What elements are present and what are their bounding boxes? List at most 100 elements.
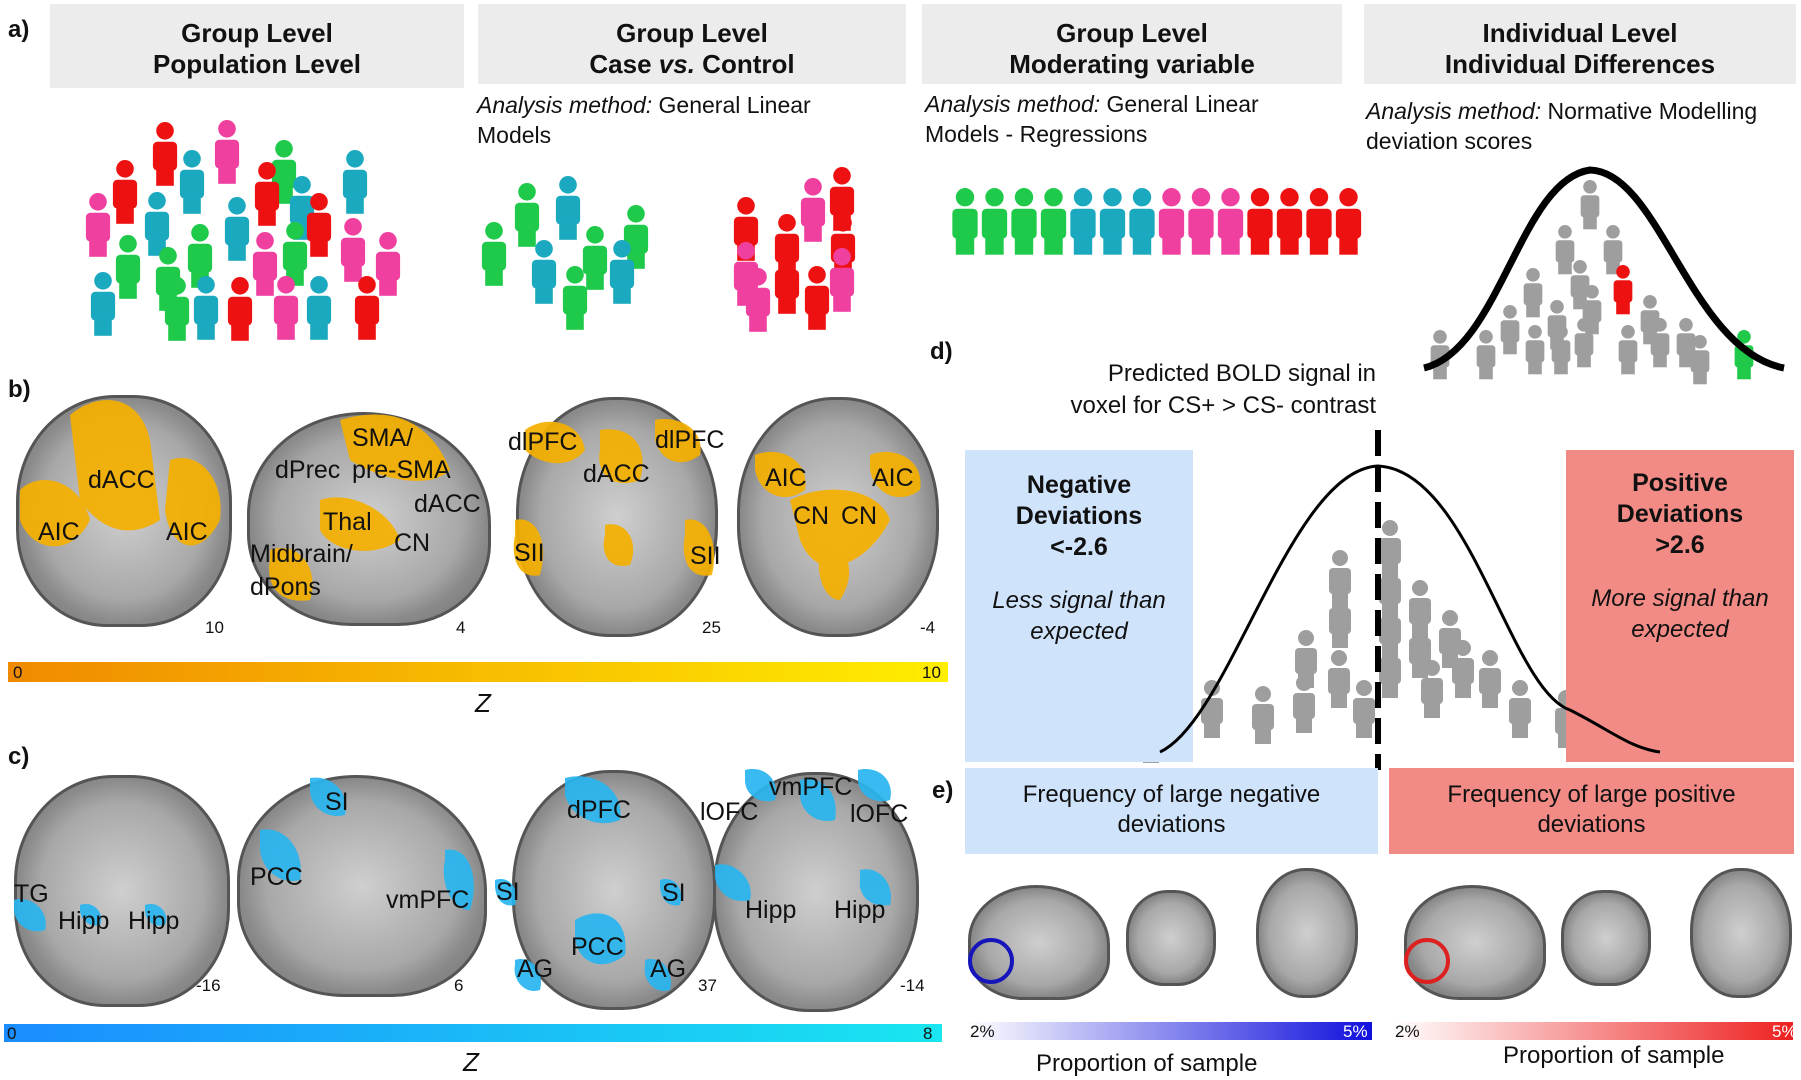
pos-sub-line: More signal than — [1591, 585, 1769, 612]
person-icon — [1295, 630, 1317, 688]
activation-blob — [513, 519, 544, 576]
activation-blob — [603, 524, 634, 566]
negative-frequency-box: Frequency of large negative deviations — [965, 768, 1378, 854]
activation-blob — [165, 458, 221, 546]
person-icon — [342, 150, 368, 214]
label-b-dlpfc-left: dlPFC — [508, 428, 578, 456]
header-individual-differences: Individual Level Individual Differences — [1364, 4, 1796, 84]
person-icon — [340, 218, 366, 282]
neg-sub-line: expected — [1030, 618, 1128, 645]
panel-label-e: e) — [932, 777, 954, 804]
person-icon — [1099, 188, 1126, 255]
person-icon — [1613, 265, 1633, 315]
label-c-vmpfc-axial: vmPFC — [769, 773, 853, 801]
label-b-cn-right: CN — [841, 502, 878, 530]
header-line: Group Level — [1056, 18, 1208, 48]
person-icon — [193, 276, 219, 340]
activation-blob — [858, 769, 891, 802]
bell-curve-line — [1423, 166, 1785, 372]
header-line: Individual Level — [1482, 18, 1678, 48]
person-icon — [582, 226, 608, 290]
label-c-lofc-left: lOFC — [700, 798, 759, 826]
bell-curve-line — [1159, 464, 1661, 754]
colorbar-z-label: Z — [463, 1047, 479, 1077]
person-icon — [179, 150, 205, 214]
brain-coronal-e-neg — [1126, 890, 1216, 986]
person-icon — [1574, 318, 1594, 368]
person-icon — [514, 183, 540, 247]
header-population-level: Group Level Population Level — [50, 4, 464, 88]
positive-frequency-box: Frequency of large positive deviations — [1389, 768, 1794, 854]
person-icon — [609, 240, 635, 304]
method-moderating: Analysis method: General Linear Models -… — [925, 89, 1305, 149]
pos-freq-line: deviations — [1537, 811, 1646, 838]
activation-blob — [655, 419, 701, 463]
person-icon — [829, 247, 855, 312]
header-line: Moderating variable — [1009, 49, 1255, 79]
neg-freq-line: deviations — [1117, 811, 1226, 838]
header-text: Case — [589, 49, 659, 79]
person-icon — [1070, 188, 1096, 255]
panel-d-title-line: voxel for CS+ > CS- contrast — [1070, 392, 1376, 419]
colorbar-proportion-neg — [968, 1022, 1372, 1040]
activation-blob — [80, 904, 102, 926]
person-icon — [1618, 325, 1638, 375]
activation-blob — [145, 904, 167, 926]
panel-label-d: d) — [930, 338, 953, 365]
colorbar-min: 0 — [13, 663, 23, 682]
person-icon — [214, 120, 240, 184]
label-b-dacc-sag: dACC — [414, 490, 481, 518]
person-icon — [1158, 188, 1185, 255]
activation-blob — [514, 959, 541, 991]
pos-title: Deviations — [1616, 500, 1744, 528]
person-icon — [562, 266, 588, 330]
neg-threshold: <-2.6 — [1050, 533, 1108, 561]
panel-label-c: c) — [8, 743, 30, 770]
method-prefix: Analysis method: — [925, 91, 1101, 117]
person-icon — [1479, 650, 1501, 708]
person-icon — [1011, 188, 1037, 255]
person-icon — [1188, 188, 1214, 255]
region-circle-negative — [968, 938, 1014, 984]
header-line: Case vs. Control — [478, 49, 906, 80]
activation-blob — [70, 400, 160, 531]
neg-freq-line: Frequency of large negative — [1022, 781, 1321, 808]
person-icon — [1570, 260, 1590, 310]
person-icon — [1306, 188, 1332, 255]
person-icon — [164, 277, 190, 341]
label-c-hipp-ax-right: Hipp — [834, 896, 886, 924]
activation-blob — [818, 540, 850, 600]
colorbar-max: 5% — [1343, 1022, 1368, 1041]
pos-threshold: >2.6 — [1655, 531, 1705, 559]
slice-number: -14 — [900, 976, 925, 995]
method-prefix: Analysis method: — [1366, 98, 1542, 124]
person-icon — [252, 232, 278, 296]
person-icon — [1476, 330, 1496, 380]
person-icon — [555, 176, 581, 240]
person-icon — [774, 249, 800, 314]
method-individual: Analysis method: Normative Modelling dev… — [1366, 96, 1796, 156]
person-icon — [1328, 650, 1350, 708]
brain-coronal-c — [14, 775, 230, 1007]
activation-blob — [859, 869, 891, 906]
person-icon — [90, 272, 116, 336]
label-b-dlpfc-right: dlPFC — [655, 426, 725, 454]
slice-number: 37 — [698, 976, 717, 995]
label-b-aic-right: AIC — [166, 518, 208, 546]
person-icon — [1247, 188, 1273, 255]
label-b-thal: Thal — [323, 508, 372, 536]
activation-blob — [755, 451, 806, 498]
person-icon — [481, 222, 507, 286]
activation-blob — [20, 480, 90, 547]
person-icon — [1509, 680, 1531, 738]
label-c-dpfc: dPFC — [567, 796, 631, 824]
panel-d-title: Predicted BOLD signal in voxel for CS+ >… — [1028, 358, 1376, 422]
person-icon — [1525, 325, 1545, 375]
activation-blob — [599, 429, 643, 484]
panel-d-title-line: Predicted BOLD signal in — [1107, 360, 1376, 387]
method-prefix: Analysis method: — [477, 92, 653, 118]
person-icon — [375, 232, 401, 296]
region-circle-positive — [1404, 938, 1450, 984]
